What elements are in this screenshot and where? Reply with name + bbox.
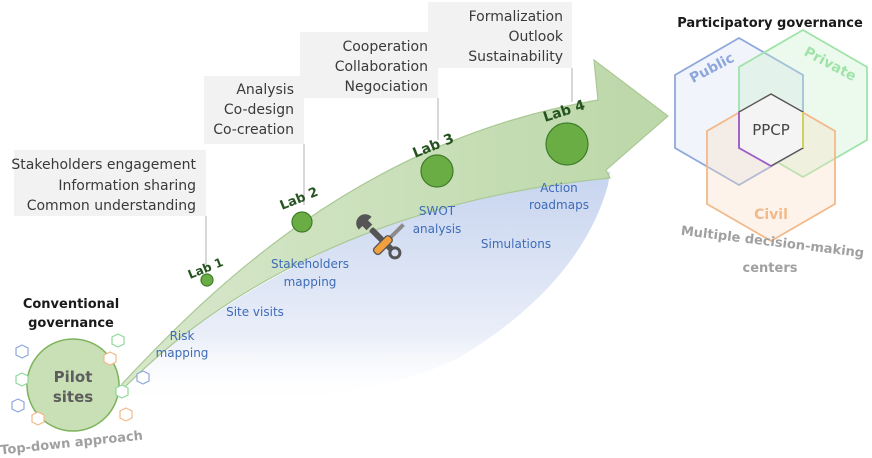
multiple-centers-line2: centers (743, 261, 798, 276)
callout-lab1-line1: Stakeholders engagement (11, 157, 196, 173)
callout-lab2-line2: Co-design (224, 102, 294, 118)
conventional-title-line2: governance (28, 316, 114, 331)
activity-stakeholders-line2: mapping (284, 275, 337, 289)
screwdriver-icon (372, 223, 405, 256)
callout-lab4-line1: Formalization (469, 9, 563, 25)
activity-action-line2: roadmaps (529, 198, 589, 212)
lab2-label: Lab 2 (278, 185, 321, 214)
lab2-circle (291, 211, 313, 233)
callout-lab3-line3: Negociation (344, 79, 428, 95)
activity-swot-line2: analysis (413, 222, 462, 236)
civil-label: Civil (754, 207, 788, 223)
lab3-circle (420, 154, 454, 188)
top-down-label: Top-down approach (0, 429, 144, 458)
activity-swot-line1: SWOT (419, 204, 456, 218)
activity-risk-line2: mapping (156, 346, 209, 360)
pilot-sites-line2: sites (53, 388, 93, 406)
callout-lab3: Cooperation Collaboration Negociation (300, 32, 439, 140)
pilot-sites-line1: Pilot (54, 368, 93, 386)
activity-stakeholders-line1: Stakeholders (271, 257, 349, 271)
activity-site-visits: Site visits (226, 305, 284, 319)
activity-risk-line1: Risk (170, 329, 195, 343)
activities-band (122, 172, 610, 406)
callout-lab2-line3: Co-creation (213, 122, 294, 138)
callout-lab3-line2: Collaboration (335, 59, 428, 75)
pilot-sites-circle (26, 338, 120, 432)
callout-lab1-line3: Common understanding (27, 198, 196, 214)
activity-action-line1: Action (540, 181, 578, 195)
callout-lab1: Stakeholders engagement Information shar… (11, 150, 207, 268)
conventional-title-line1: Conventional (23, 297, 119, 312)
ppcp-label: PPCP (752, 121, 790, 139)
callout-lab2: Analysis Co-design Co-creation (204, 76, 305, 205)
callout-lab4-line2: Outlook (508, 29, 563, 45)
callout-lab1-line2: Information sharing (58, 178, 196, 194)
lab1-circle (200, 273, 214, 287)
callout-lab3-line1: Cooperation (342, 39, 428, 55)
activity-simulations: Simulations (481, 237, 551, 251)
callout-lab2-line1: Analysis (236, 82, 294, 98)
participatory-title: Participatory governance (677, 16, 863, 31)
small-hexagons (11, 333, 150, 426)
callout-lab4-line3: Sustainability (468, 49, 563, 65)
callout-lab4: Formalization Outlook Sustainability (428, 2, 573, 102)
progress-arrow (121, 58, 669, 392)
venn-hexagons (674, 28, 868, 243)
lab4-circle (545, 122, 589, 166)
